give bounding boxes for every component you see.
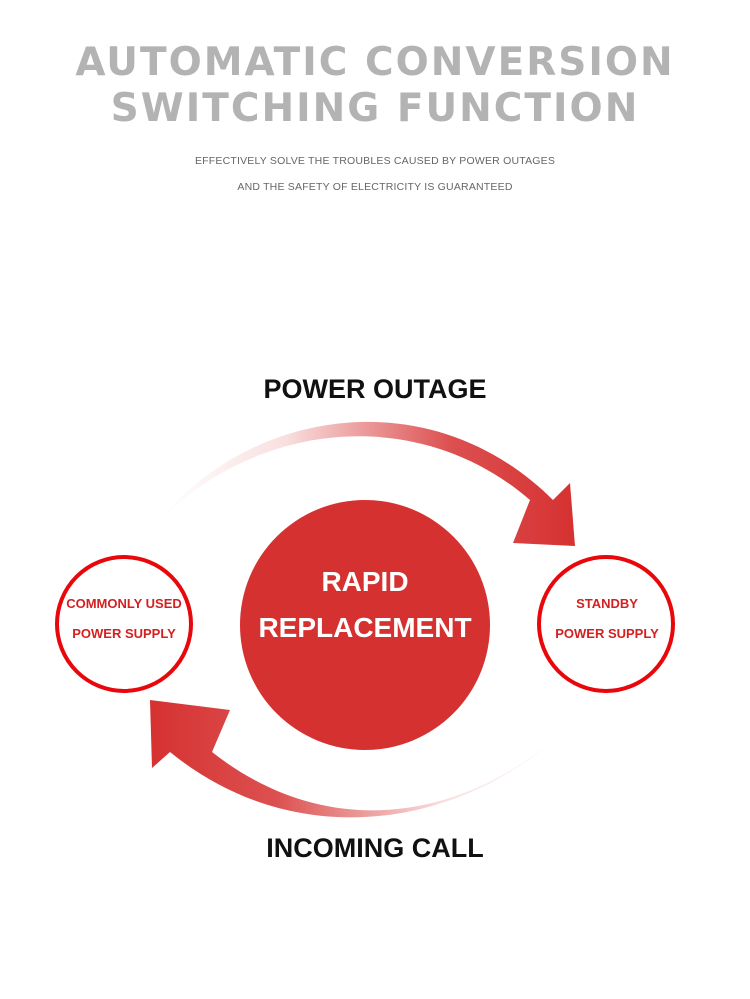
incoming-call-label: INCOMING CALL <box>266 833 484 863</box>
right-node-label-line-2: POWER SUPPLY <box>555 626 659 641</box>
commonly-used-supply-circle <box>55 555 193 693</box>
subtitle-line-2: AND THE SAFETY OF ELECTRICITY IS GUARANT… <box>237 181 513 193</box>
subtitle-line-1: EFFECTIVELY SOLVE THE TROUBLES CAUSED BY… <box>194 155 556 167</box>
curved-arrow-right-icon <box>160 421 575 546</box>
center-label-line-1: RAPID <box>321 566 409 597</box>
right-node-label-line-1: STANDBY <box>576 596 638 611</box>
left-node-label-line-1: COMMONLY USED <box>66 596 182 611</box>
page-title-line-2: SWITCHING FUNCTION <box>110 86 640 131</box>
page-title-line-1: AUTOMATIC CONVERSION <box>75 40 675 85</box>
left-node-label-line-2: POWER SUPPLY <box>72 626 176 641</box>
rapid-replacement-circle <box>240 500 490 750</box>
power-outage-label: POWER OUTAGE <box>263 374 487 404</box>
center-label-line-2: REPLACEMENT <box>258 612 472 643</box>
standby-supply-circle <box>537 555 675 693</box>
curved-arrow-left-icon <box>150 700 570 818</box>
